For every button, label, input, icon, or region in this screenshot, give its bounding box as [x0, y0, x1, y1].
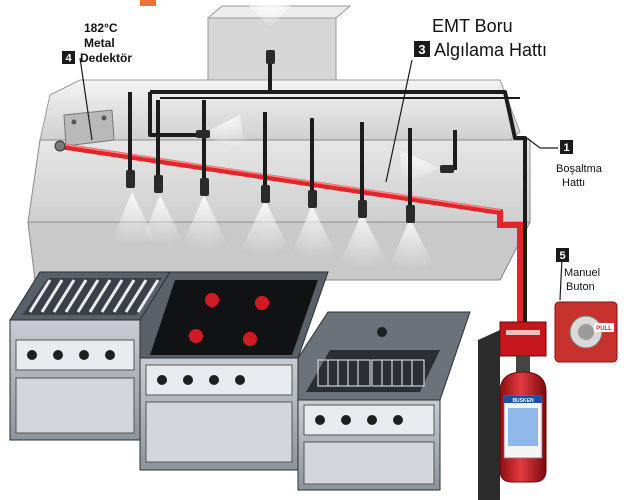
nozzle	[358, 200, 367, 218]
pull-station-plate	[594, 323, 614, 332]
nozzle	[196, 130, 210, 138]
range-cooktop	[150, 280, 318, 355]
detector-line3: Dedektör	[80, 51, 132, 65]
emt-number: 3	[418, 42, 425, 57]
control-box-label	[506, 330, 540, 335]
knob	[27, 350, 37, 360]
pipe-branch	[148, 92, 200, 137]
knob	[393, 415, 403, 425]
emt-detection-line	[57, 143, 523, 333]
manual-line1: Manuel	[564, 267, 600, 279]
bracket-bolt	[71, 119, 77, 125]
cylinder-valve	[516, 356, 530, 372]
nozzle-spray	[290, 205, 338, 258]
nozzle	[154, 175, 163, 193]
cooking-line	[9, 271, 471, 491]
range-door	[145, 401, 293, 463]
burner	[255, 296, 269, 310]
nozzle	[126, 170, 135, 188]
char-grill	[9, 271, 171, 441]
nozzle-spray	[180, 195, 230, 250]
knob	[183, 375, 193, 385]
callout-discharge: 1 Boşaltma Hattı	[556, 140, 603, 189]
detector-temp: 182°C	[84, 21, 118, 35]
nozzle	[266, 50, 275, 64]
callout-detector: 182°C Metal 4 Dedektör	[62, 21, 132, 65]
knob	[209, 375, 219, 385]
callout-manual: 5 Manuel Buton	[556, 248, 600, 293]
detector-bracket	[63, 109, 115, 147]
knob	[235, 375, 245, 385]
burner	[189, 329, 203, 343]
discharge-line2: Hattı	[562, 177, 585, 189]
nozzle	[308, 190, 317, 208]
discharge-piping	[128, 60, 527, 335]
fryer	[297, 311, 471, 491]
detector-badge	[62, 51, 75, 64]
detection-pipe	[57, 143, 523, 333]
control-box-body	[499, 321, 547, 357]
knob	[53, 350, 63, 360]
detector-line2: Metal	[84, 36, 115, 50]
emt-line2: Algılama Hattı	[434, 40, 547, 60]
grill-bars	[28, 279, 160, 313]
bracket-bolt	[101, 115, 107, 121]
knob	[315, 415, 325, 425]
cylinder-label-screen	[508, 408, 538, 446]
pull-station-text: PULL	[596, 326, 612, 332]
corner-fragment	[140, 0, 156, 6]
nozzles	[126, 50, 454, 223]
pull-station-handle	[578, 324, 594, 340]
discharge-number: 1	[563, 142, 569, 154]
extinguisher-cylinder: BUSKEN	[499, 356, 547, 483]
knob	[79, 350, 89, 360]
callout-emt: EMT Boru 3 Algılama Hattı	[414, 16, 547, 60]
cylinder-brand: BUSKEN	[512, 398, 534, 404]
manual-number: 5	[559, 250, 565, 262]
fryer-door	[303, 441, 435, 485]
emt-leader	[385, 59, 413, 183]
knob	[157, 375, 167, 385]
detector-number: 4	[65, 53, 72, 65]
emt-badge	[414, 41, 430, 57]
wall-panel	[478, 330, 500, 500]
grill-door	[15, 377, 135, 434]
nozzle-spray	[388, 218, 436, 270]
plenum-spray	[200, 115, 245, 150]
discharge-leader	[526, 137, 558, 149]
nozzle-spray	[338, 213, 390, 268]
detector-leader	[79, 57, 93, 141]
manual-badge	[556, 248, 569, 262]
nozzle	[200, 178, 209, 196]
control-box	[499, 321, 547, 357]
knob	[367, 415, 377, 425]
nozzle-spray	[140, 195, 185, 245]
leader-lines	[79, 57, 563, 301]
metal-detector	[54, 140, 66, 152]
duct-spray	[248, 4, 292, 28]
cylinder-label-band	[504, 396, 542, 403]
knob	[341, 415, 351, 425]
nozzle	[406, 205, 415, 223]
fryer-basket	[317, 359, 425, 387]
fryer-port	[377, 327, 387, 337]
detection-pipe-highlight	[59, 143, 501, 211]
burners	[189, 293, 269, 346]
emt-line1: EMT Boru	[432, 16, 513, 36]
manual-line2: Buton	[566, 281, 595, 293]
discharge-badge	[560, 140, 573, 154]
burner	[205, 293, 219, 307]
discharge-line1: Boşaltma	[556, 163, 603, 175]
burner	[243, 332, 257, 346]
nozzle	[440, 165, 454, 173]
pipe-main	[150, 90, 527, 335]
nozzle	[261, 185, 270, 203]
manual-pull-station: PULL	[554, 301, 618, 363]
nozzle-spray	[238, 200, 292, 255]
knob	[105, 350, 115, 360]
range	[139, 271, 329, 471]
manual-leader	[559, 257, 563, 301]
